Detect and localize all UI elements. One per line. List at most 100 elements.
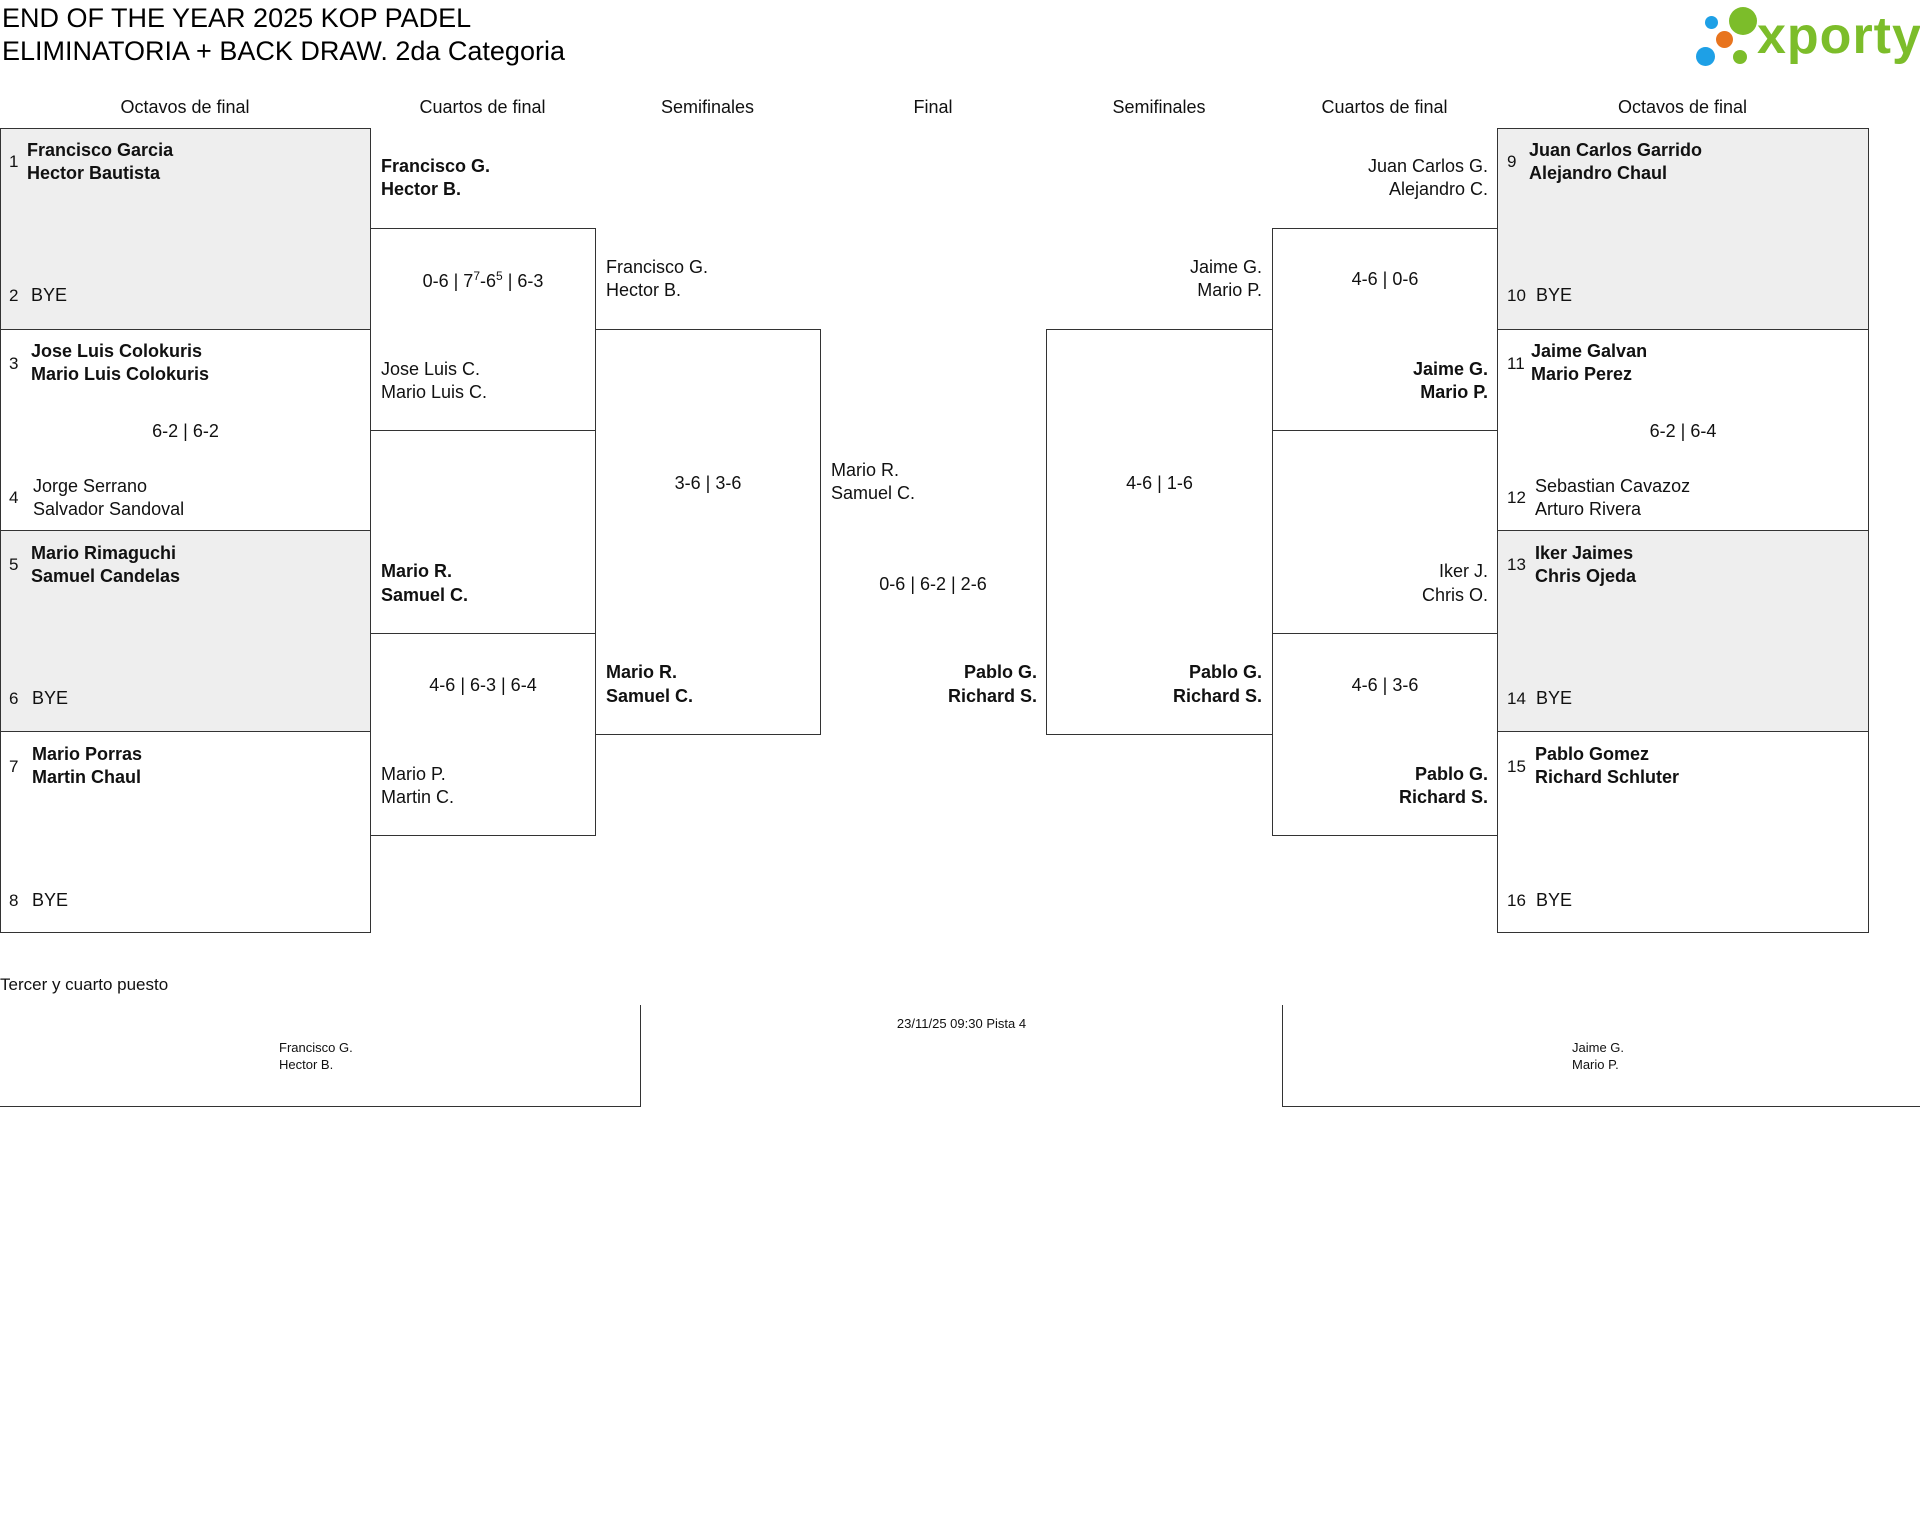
- player-name: Jaime G.: [1189, 257, 1262, 277]
- xporty-logo: xporty: [1693, 4, 1920, 68]
- player-name: Martin Chaul: [32, 767, 142, 787]
- match-score: 4-6 | 0-6: [1351, 269, 1419, 289]
- seed-number: 15: [1507, 757, 1526, 776]
- logo-dot-blue-icon: [1696, 47, 1715, 66]
- player-name: Arturo Rivera: [1535, 499, 1642, 519]
- player-name: Samuel C.: [381, 585, 469, 605]
- seed-number: 10: [1507, 286, 1526, 305]
- seed-number: 9: [1507, 152, 1517, 171]
- player-name: Juan Carlos G.: [1367, 156, 1488, 176]
- player-name: Mario R.: [831, 460, 900, 480]
- logo-text: xporty: [1757, 7, 1920, 65]
- seed-number: 1: [9, 152, 19, 171]
- seed-number: 3: [9, 354, 19, 373]
- seed-number: 7: [9, 757, 19, 776]
- logo-dot-green-icon: [1729, 7, 1757, 35]
- player-name: Pablo G.: [1188, 662, 1262, 682]
- player-name: Hector B.: [606, 280, 682, 300]
- player-name: Samuel C.: [606, 686, 694, 706]
- player-name: Sebastian Cavazoz: [1535, 476, 1691, 496]
- player-name: Mario Luis Colokuris: [31, 364, 210, 384]
- player-name: Hector B.: [381, 179, 462, 199]
- player-name: Alejandro Chaul: [1529, 163, 1668, 183]
- player-name: Mario P.: [381, 764, 446, 784]
- left-r16-match-1: [0, 128, 371, 330]
- player-name: Alejandro C.: [1388, 179, 1488, 199]
- player-name: Jose Luis Colokuris: [31, 341, 203, 361]
- left-r16-match-3: [0, 530, 371, 732]
- logo-dot-blue-small-icon: [1705, 16, 1718, 29]
- third-place-right-slot: [1282, 1005, 1920, 1107]
- player-name: Jose Luis C.: [381, 359, 481, 379]
- player-name: Richard S.: [1172, 686, 1262, 706]
- col-header-right-r16: Octavos de final: [1617, 97, 1748, 117]
- player-name: Richard S.: [1398, 787, 1488, 807]
- title-line-2: ELIMINATORIA + BACK DRAW. 2da Categoria: [2, 36, 565, 66]
- seed-number: 8: [9, 891, 19, 910]
- player-name: Mario P.: [1420, 382, 1488, 402]
- player-name: Francisco Garcia: [27, 140, 174, 160]
- player-name: Francisco G.: [279, 1040, 353, 1055]
- match-score: 0-6 | 77-65 | 6-3: [422, 269, 544, 291]
- match-score: 6-2 | 6-2: [152, 421, 219, 441]
- player-name: Mario R.: [606, 662, 678, 682]
- player-name: Jaime Galvan: [1531, 341, 1648, 361]
- player-name: Richard S.: [947, 686, 1037, 706]
- player-name: Mario R.: [381, 561, 453, 581]
- player-name: Salvador Sandoval: [33, 499, 185, 519]
- player-name: Jaime G.: [1412, 359, 1488, 379]
- seed-number: 11: [1507, 354, 1525, 373]
- player-name: Richard Schluter: [1535, 767, 1680, 787]
- player-name: Francisco G.: [606, 257, 709, 277]
- match-score: 4-6 | 1-6: [1126, 473, 1193, 493]
- col-header-right-qf: Cuartos de final: [1321, 97, 1448, 117]
- bye-label: BYE: [1536, 890, 1573, 910]
- right-sf-match: [1046, 329, 1273, 735]
- right-r16-match-1: [1497, 128, 1869, 330]
- player-name: Iker J.: [1438, 561, 1488, 581]
- player-name: Pablo Gomez: [1535, 744, 1650, 764]
- player-name: Chris Ojeda: [1535, 566, 1637, 586]
- col-header-left-qf: Cuartos de final: [419, 97, 546, 117]
- seed-number: 13: [1507, 555, 1526, 574]
- third-place-left-slot: [0, 1005, 641, 1107]
- player-name: Francisco G.: [381, 156, 491, 176]
- player-name: Mario Porras: [32, 744, 143, 764]
- bye-label: BYE: [32, 890, 69, 910]
- bye-label: BYE: [32, 688, 69, 708]
- seed-number: 6: [9, 689, 19, 708]
- player-name: Mario P.: [1572, 1057, 1619, 1072]
- player-name: Mario Perez: [1531, 364, 1633, 384]
- logo-dot-orange-icon: [1716, 31, 1733, 48]
- col-header-final: Final: [913, 97, 953, 117]
- player-name: Mario Rimaguchi: [31, 543, 177, 563]
- player-name: Juan Carlos Garrido: [1529, 140, 1703, 160]
- player-name: Hector Bautista: [27, 163, 161, 183]
- player-name: Mario P.: [1197, 280, 1262, 300]
- seed-number: 5: [9, 555, 19, 574]
- match-schedule-info: 23/11/25 09:30 Pista 4: [896, 1016, 1027, 1031]
- match-score: 3-6 | 3-6: [674, 473, 742, 493]
- bye-label: BYE: [31, 285, 68, 305]
- seed-number: 14: [1507, 689, 1526, 708]
- match-score: 4-6 | 3-6: [1351, 675, 1419, 695]
- match-score: 6-2 | 6-4: [1649, 421, 1717, 441]
- logo-dot-green-small-icon: [1733, 50, 1747, 64]
- title-line-1: END OF THE YEAR 2025 KOP PADEL: [2, 3, 472, 33]
- left-sf-match: [595, 329, 821, 735]
- col-header-left-sf: Semifinales: [660, 97, 755, 117]
- seed-number: 16: [1507, 891, 1526, 910]
- player-name: Martin C.: [381, 787, 455, 807]
- final-score: 0-6 | 6-2 | 2-6: [879, 574, 987, 594]
- player-name: Pablo G.: [963, 662, 1037, 682]
- seed-number: 12: [1507, 488, 1526, 507]
- player-name: Pablo G.: [1414, 764, 1488, 784]
- right-r16-match-4: [1497, 731, 1869, 933]
- player-name: Hector B.: [279, 1057, 334, 1072]
- player-name: Mario Luis C.: [381, 382, 488, 402]
- player-name: Iker Jaimes: [1535, 543, 1634, 563]
- player-name: Samuel C.: [831, 483, 916, 503]
- match-score: 4-6 | 6-3 | 6-4: [429, 675, 537, 695]
- player-name: Jorge Serrano: [33, 476, 148, 496]
- seed-number: 2: [9, 286, 19, 305]
